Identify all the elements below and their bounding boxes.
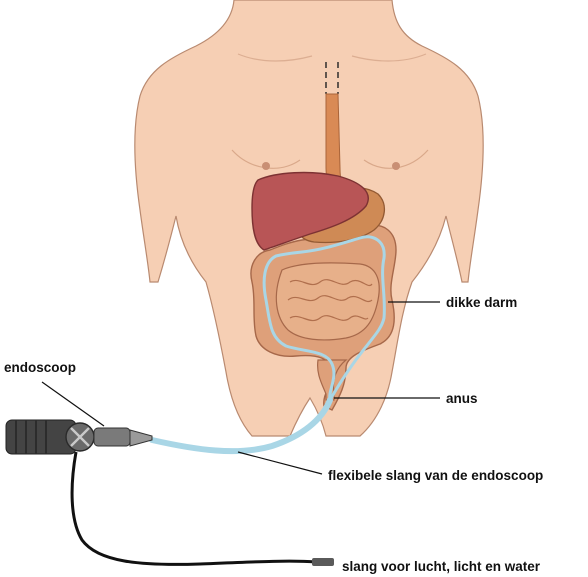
endoscope-neck: [94, 428, 130, 446]
small-intestine: [276, 263, 379, 340]
nipple-right: [392, 162, 400, 170]
endoscope-tip: [130, 430, 152, 446]
endoscope-control-head-icon: [6, 420, 152, 454]
label-flexible-tube: flexibele slang van de endoscoop: [328, 468, 543, 483]
leader-flexible-tube: [238, 452, 322, 474]
nipple-left: [262, 162, 270, 170]
label-large-intestine: dikke darm: [446, 295, 517, 310]
cable-connector: [312, 558, 334, 566]
endoscope-cable: [72, 452, 316, 564]
label-endoscope: endoscoop: [4, 360, 76, 375]
label-air-light-water-tube: slang voor lucht, licht en water: [342, 559, 541, 574]
leader-endoscope: [42, 382, 104, 426]
label-anus: anus: [446, 391, 478, 406]
